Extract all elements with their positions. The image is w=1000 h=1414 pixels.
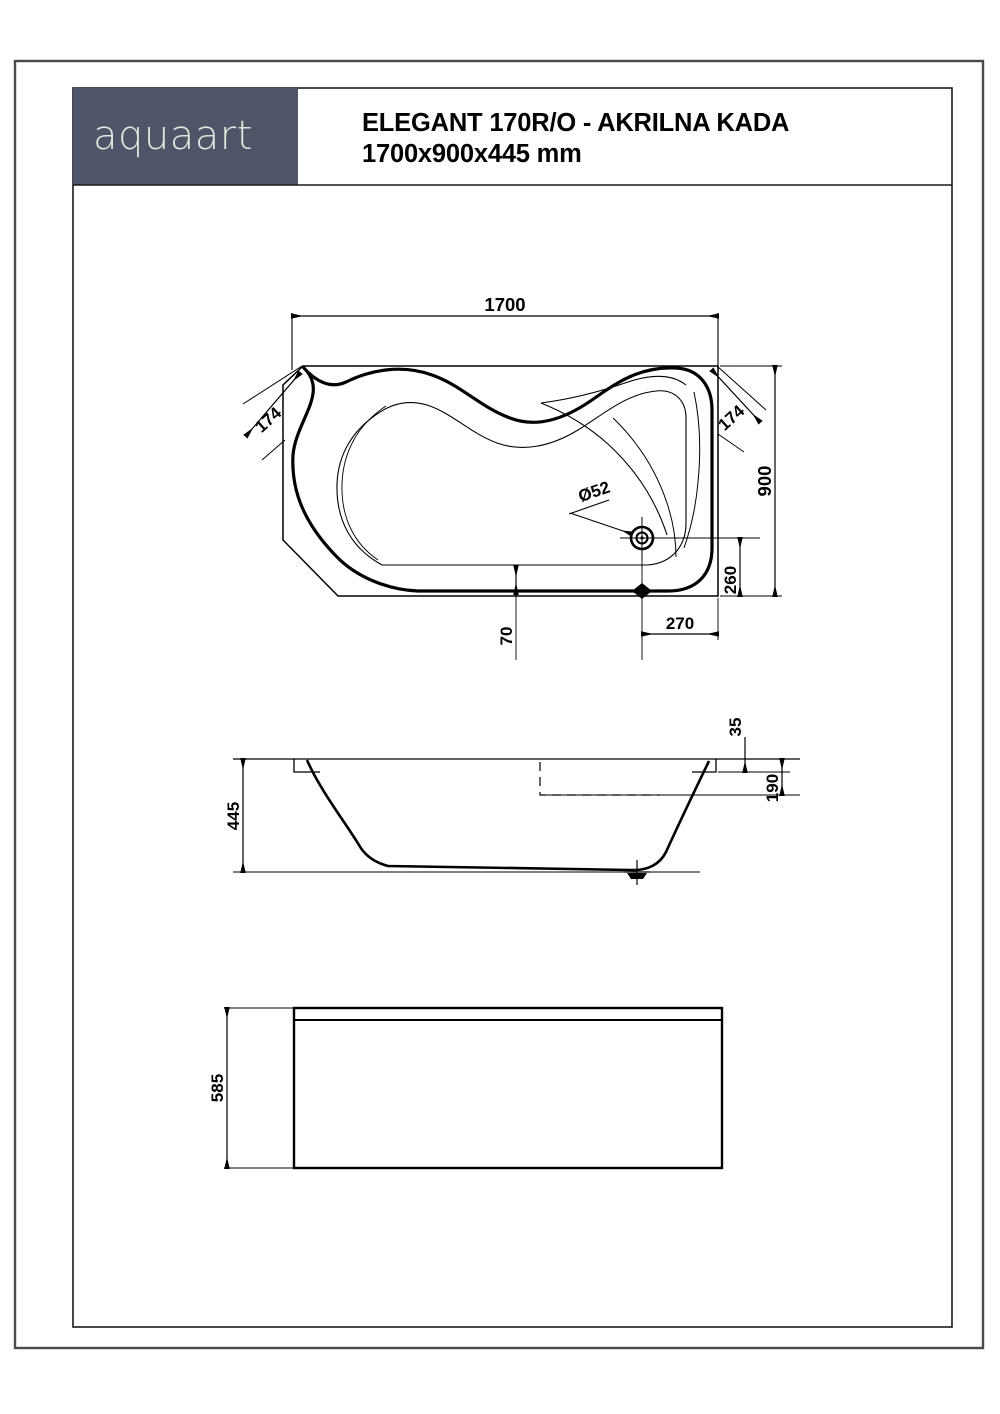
tub-basin-contour [336, 390, 687, 566]
dimension-70-label: 70 [497, 627, 516, 646]
dimension-174-right: 174 [709, 365, 767, 453]
plan-envelope-outline [282, 365, 719, 597]
section-rim-notch-left [293, 759, 320, 773]
dimension-174-right-label: 174 [714, 401, 748, 434]
sheet-frame [13, 59, 985, 1350]
backrest-edge-upper [540, 375, 687, 404]
backrest-edge-lower [540, 402, 668, 536]
edge-marker-arrow [632, 591, 652, 599]
section-drain-marker [624, 860, 650, 885]
tub-basin-inner-lip [341, 405, 387, 561]
edge-marker-arrow-up [632, 583, 652, 591]
front-panel-view: 585 [208, 1006, 724, 1170]
tub-rim-contour [291, 365, 714, 593]
section-tub-profile [305, 759, 711, 872]
dimension-1700-label: 1700 [484, 294, 525, 315]
dimension-260: 260 [721, 537, 743, 597]
dimension-diameter-52-label: Ø52 [576, 478, 613, 506]
dimension-900-label: 900 [754, 466, 775, 497]
dimension-diameter-52: Ø52 [568, 478, 634, 537]
page-title: ELEGANT 170R/O - AKRILNA KADA 1700x900x4… [362, 109, 790, 168]
dimension-1700: 1700 [291, 294, 719, 370]
panel-outline [292, 1006, 724, 1170]
logo-panel [73, 88, 298, 185]
titleblock [73, 88, 952, 186]
section-overflow-dashed [539, 762, 660, 796]
dimension-35-label: 35 [726, 718, 745, 737]
backrest-outer-crease [683, 391, 701, 549]
dimension-445: 445 [224, 758, 246, 873]
drain-symbol [620, 517, 664, 560]
dimension-585: 585 [208, 1007, 296, 1169]
dimension-260-label: 260 [721, 566, 740, 594]
dimension-174-left-label: 174 [251, 403, 285, 436]
dimension-585-label: 585 [208, 1074, 227, 1102]
dimension-445-label: 445 [224, 802, 243, 830]
dimension-900: 900 [720, 365, 782, 597]
dimension-70: 70 [497, 565, 519, 660]
dimension-190-label: 190 [763, 774, 782, 802]
dimension-190: 190 [763, 758, 785, 802]
dimension-174-left: 174 [242, 365, 303, 461]
section-rim-notch-right [692, 759, 717, 773]
dimension-270: 270 [641, 598, 719, 640]
side-section-view: 445 35 190 [224, 718, 800, 885]
dimension-270-label: 270 [666, 614, 694, 633]
brand-logo: aquaart [93, 113, 253, 159]
dimension-35: 35 [718, 718, 790, 773]
